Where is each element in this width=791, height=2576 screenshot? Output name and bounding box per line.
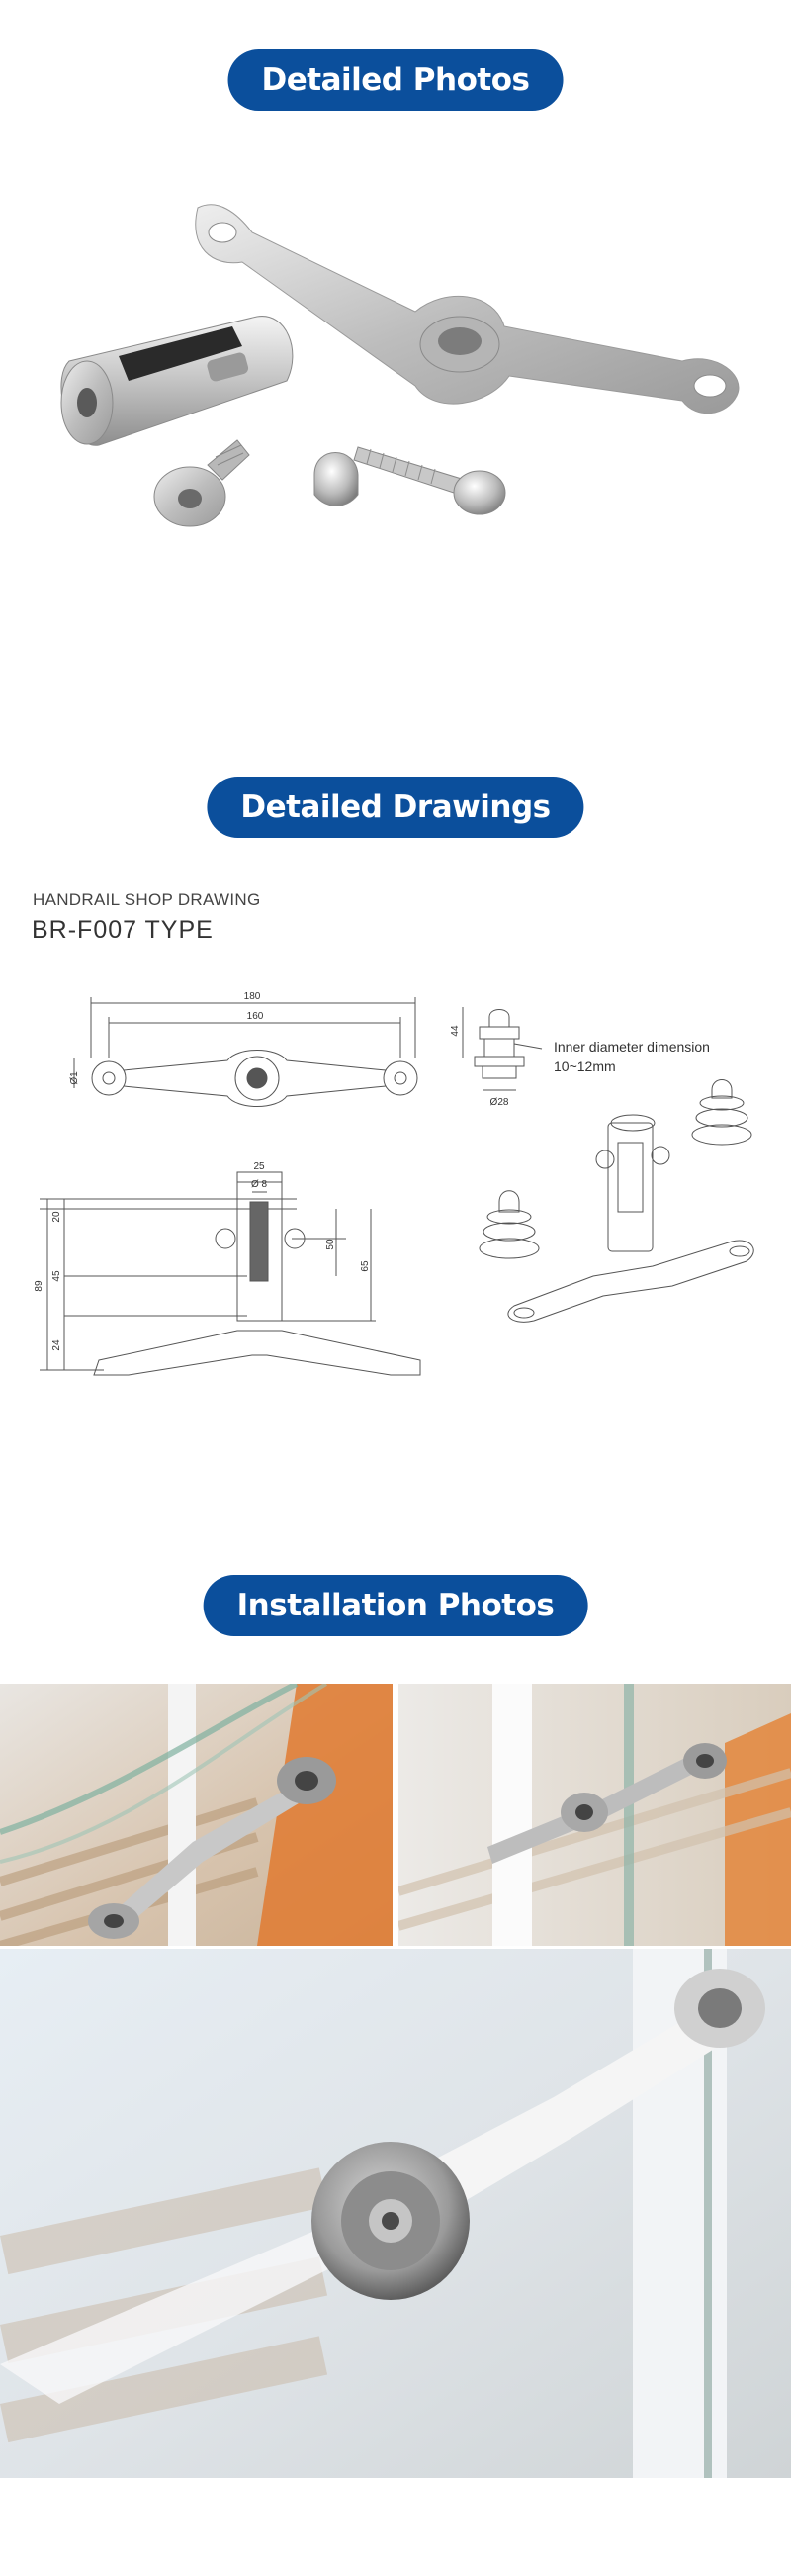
dim-20: 20 xyxy=(51,1211,62,1223)
installation-photo-3 xyxy=(0,1949,791,2478)
dim-180: 180 xyxy=(244,991,261,1002)
dim-8: Ø 8 xyxy=(251,1179,268,1190)
dim-phi: Ø1 xyxy=(69,1071,80,1085)
dim-45: 45 xyxy=(51,1270,62,1282)
drawing-note-line2: 10~12mm xyxy=(554,1058,616,1074)
dim-28: Ø28 xyxy=(490,1097,509,1108)
acorn-nut-part xyxy=(313,452,359,506)
section-heading-detailed-drawings: Detailed Drawings xyxy=(207,777,584,838)
section-heading-installation-photos: Installation Photos xyxy=(203,1575,588,1636)
technical-drawing: 180 160 Ø1 44 Ø28 25 Ø 8 20 45 89 24 50 … xyxy=(34,991,754,1376)
dim-89: 89 xyxy=(34,1280,44,1292)
drawing-title: BR-F007 TYPE xyxy=(32,916,214,944)
hex-bolt-part xyxy=(153,439,250,527)
dim-25: 25 xyxy=(253,1161,265,1172)
drawing-note-line1: Inner diameter dimension xyxy=(554,1039,710,1055)
section-heading-detailed-photos: Detailed Photos xyxy=(227,49,564,111)
dim-65: 65 xyxy=(360,1260,371,1272)
cylinder-connector-part xyxy=(60,316,294,446)
spider-arm-part xyxy=(195,204,740,414)
dim-50: 50 xyxy=(325,1239,336,1250)
dim-160: 160 xyxy=(247,1011,264,1022)
installation-photo-2 xyxy=(398,1684,791,1946)
threaded-rod-part xyxy=(353,446,506,515)
dim-24: 24 xyxy=(51,1339,62,1351)
product-parts-photo xyxy=(60,204,740,527)
drawing-subtitle: HANDRAIL SHOP DRAWING xyxy=(33,890,261,909)
installation-photo-1 xyxy=(0,1684,393,1946)
dim-44: 44 xyxy=(450,1025,461,1037)
